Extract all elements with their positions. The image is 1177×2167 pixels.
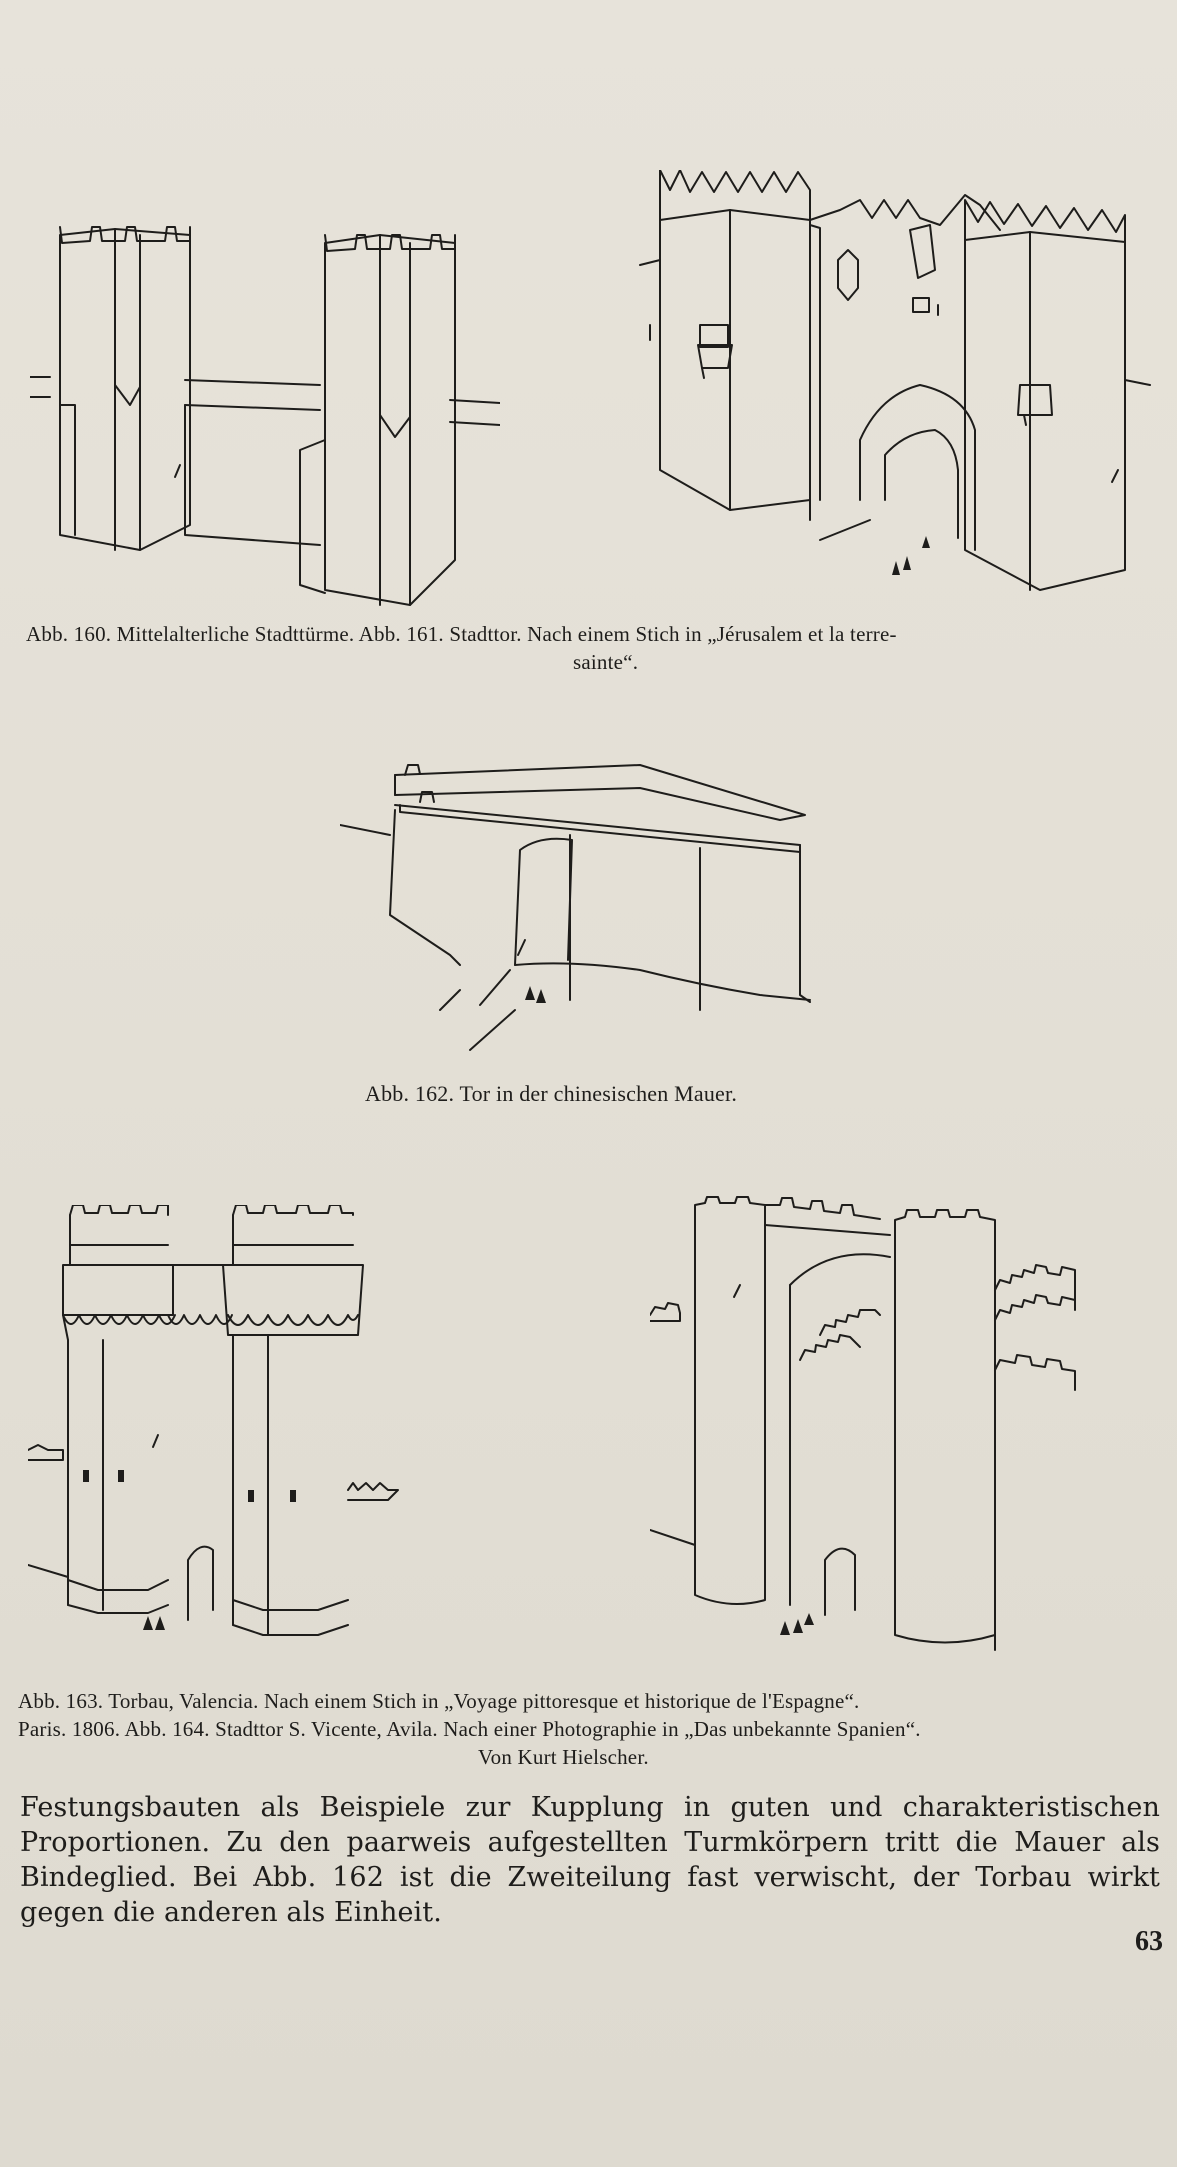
caption-fig-161-continued: sainte“.	[573, 650, 639, 674]
caption-line-3: Von Kurt Hielscher.	[478, 1745, 649, 1769]
figure-164-stadttor-avila	[650, 1195, 1160, 1675]
caption-line-2: Paris. 1806. Abb. 164. Stadttor S. Vicen…	[18, 1717, 921, 1741]
figure-160-towers	[30, 215, 500, 610]
figure-162-chinese-wall-gate	[340, 760, 870, 1075]
page-number: 63	[1135, 1926, 1163, 1957]
figure-163-torbau-valencia	[28, 1205, 428, 1665]
caption-fig-162: Abb. 162. Tor in der chinesischen Mauer.	[365, 1081, 738, 1106]
body-paragraph: Festungsbauten als Beispiele zur Kupplun…	[20, 1792, 1160, 1928]
caption-fig-163-164: Abb. 163. Torbau, Valencia. Nach einem S…	[18, 1687, 1168, 1771]
figure-161-city-gate	[620, 170, 1160, 625]
caption-fig-160-161: Abb. 160. Mittelalterliche Stadttürme. A…	[26, 622, 897, 646]
caption-line-1: Abb. 163. Torbau, Valencia. Nach einem S…	[18, 1689, 860, 1713]
